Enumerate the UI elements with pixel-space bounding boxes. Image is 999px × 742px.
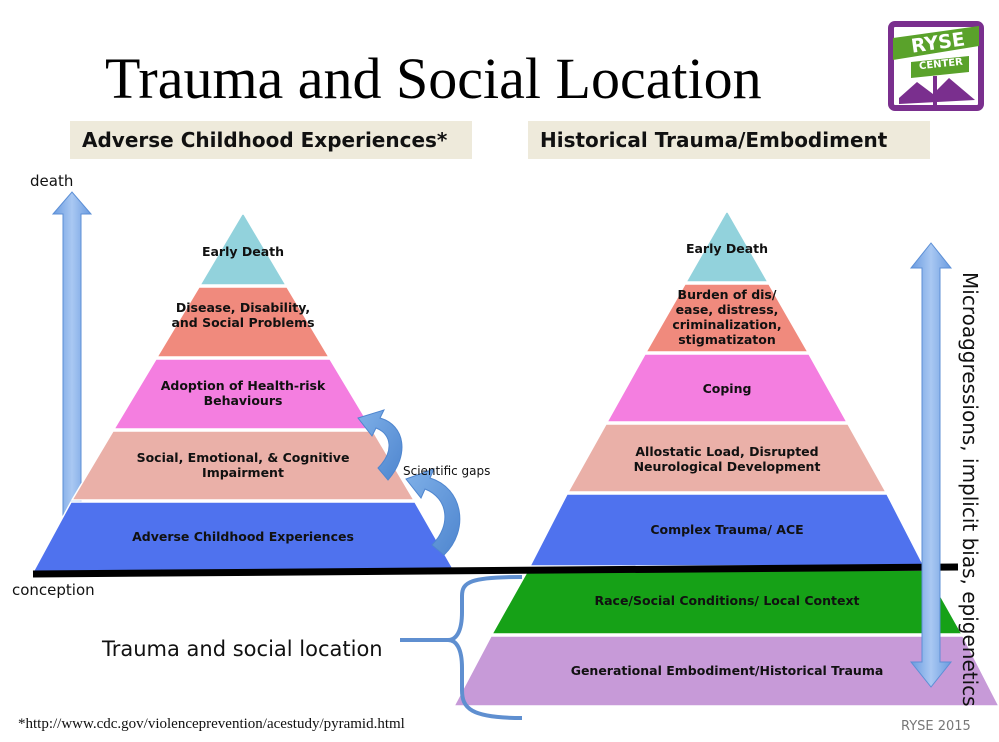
right-pyramid-layer-3 bbox=[605, 353, 849, 423]
trauma-social-location-label: Trauma and social location bbox=[102, 637, 383, 661]
left-pyramid-layer-1 bbox=[198, 213, 288, 286]
conception-baseline bbox=[32, 563, 959, 578]
social-location-bracket bbox=[400, 575, 523, 720]
scientific-gaps-label: Scientific gaps bbox=[403, 464, 491, 478]
footnote-url: *http://www.cdc.gov/violenceprevention/a… bbox=[18, 716, 405, 732]
ryse-center-logo: RYSE CENTER bbox=[887, 20, 985, 112]
left-pyramid-layer-4 bbox=[70, 430, 416, 501]
right-layer-2-label: Burden of dis/ ease, distress, criminali… bbox=[672, 287, 782, 347]
right-layer-5-label: Complex Trauma/ ACE bbox=[650, 522, 804, 537]
historical-trauma-pyramid bbox=[452, 211, 999, 707]
microaggressions-arrow bbox=[909, 242, 953, 688]
left-layer-2-label: Disease, Disability, and Social Problems bbox=[171, 300, 315, 330]
left-layer-5-label: Adverse Childhood Experiences bbox=[132, 529, 354, 544]
right-layer-7-label: Generational Embodiment/Historical Traum… bbox=[570, 663, 884, 678]
ryse-credit: RYSE 2015 bbox=[901, 719, 971, 734]
right-header: Historical Trauma/Embodiment bbox=[528, 121, 930, 159]
right-pyramid-layer-2 bbox=[644, 283, 810, 353]
right-layer-1-label: Early Death bbox=[685, 241, 769, 256]
right-layer-4-label: Allostatic Load, Disrupted Neurological … bbox=[633, 444, 821, 474]
slide-title: Trauma and Social Location bbox=[105, 46, 762, 111]
axis-bottom-label: conception bbox=[12, 581, 95, 599]
right-pyramid-layer-4 bbox=[566, 423, 888, 493]
left-pyramid-layer-2 bbox=[155, 286, 331, 358]
gap-arrow-upper bbox=[357, 409, 403, 481]
right-layer-6-label: Race/Social Conditions/ Local Context bbox=[594, 593, 860, 608]
left-layer-3-label: Adoption of Health-risk Behaviours bbox=[160, 378, 326, 408]
microaggressions-label: Microaggressions, implicit bias, epigene… bbox=[958, 272, 982, 707]
right-pyramid-layer-7 bbox=[452, 635, 999, 707]
left-layer-4-label: Social, Emotional, & Cognitive Impairmen… bbox=[136, 450, 350, 480]
right-layer-3-label: Coping bbox=[702, 381, 752, 396]
ace-pyramid bbox=[31, 213, 457, 573]
axis-top-label: death bbox=[30, 172, 74, 190]
gap-arrow-lower bbox=[405, 468, 461, 556]
right-pyramid-layer-1 bbox=[684, 211, 770, 283]
left-layer-1-label: Early Death bbox=[201, 244, 285, 259]
left-header: Adverse Childhood Experiences* bbox=[70, 121, 472, 159]
